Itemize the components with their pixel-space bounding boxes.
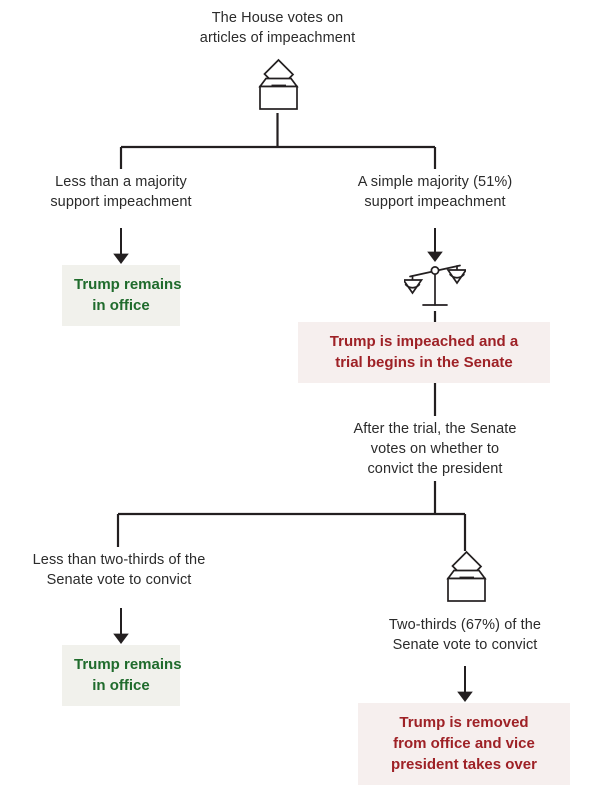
outcome-trump-remains-in-office-1: Trump remains in office: [62, 265, 182, 326]
two-thirds-line-1: Two-thirds (67%) of the: [388, 617, 542, 633]
house-vote-line-2: articles of impeachment: [199, 30, 356, 46]
remains-office-2-line-1: Trump remains: [74, 656, 182, 673]
two-thirds-line-2: Senate vote to convict: [392, 637, 538, 653]
outcome-trump-removed-from-office: Trump is removed from office and vice pr…: [358, 703, 570, 785]
less-than-majority-line-1: Less than a majority: [55, 174, 187, 190]
less-two-thirds-line-2: Senate vote to convict: [46, 572, 192, 588]
scales-of-justice-icon: [404, 258, 466, 312]
outcome-trump-remains-in-office-2: Trump remains in office: [62, 645, 182, 706]
node-house-vote: The House votes on articles of impeachme…: [150, 8, 405, 48]
simple-majority-line-1: A simple majority (51%): [357, 174, 513, 190]
node-less-than-majority: Less than a majority support impeachment: [16, 172, 226, 212]
simple-majority-line-2: support impeachment: [364, 194, 506, 210]
node-simple-majority: A simple majority (51%) support impeachm…: [330, 172, 540, 212]
removed-line-2: from office and vice: [393, 735, 535, 752]
removed-line-1: Trump is removed: [399, 714, 529, 731]
impeached-line-2: trial begins in the Senate: [335, 354, 513, 371]
senate-votes-line-2: votes on whether to: [370, 441, 500, 457]
senate-votes-line-3: convict the president: [367, 461, 503, 477]
senate-votes-line-1: After the trial, the Senate: [353, 421, 517, 437]
less-than-majority-line-2: support impeachment: [50, 194, 192, 210]
remains-office-1-line-2: in office: [92, 297, 150, 314]
removed-line-3: president takes over: [391, 756, 537, 773]
ballot-box-icon: [248, 56, 308, 114]
outcome-trump-impeached-trial: Trump is impeached and a trial begins in…: [298, 322, 550, 383]
node-less-than-two-thirds: Less than two-thirds of the Senate vote …: [6, 550, 232, 590]
less-two-thirds-line-1: Less than two-thirds of the: [32, 552, 206, 568]
impeached-line-1: Trump is impeached and a: [329, 333, 519, 350]
node-senate-votes: After the trial, the Senate votes on whe…: [310, 419, 560, 479]
node-two-thirds: Two-thirds (67%) of the Senate vote to c…: [352, 615, 578, 655]
remains-office-1-line-1: Trump remains: [74, 276, 182, 293]
house-vote-line-1: The House votes on: [211, 10, 344, 26]
ballot-box-icon: [436, 548, 496, 606]
remains-office-2-line-2: in office: [92, 677, 150, 694]
